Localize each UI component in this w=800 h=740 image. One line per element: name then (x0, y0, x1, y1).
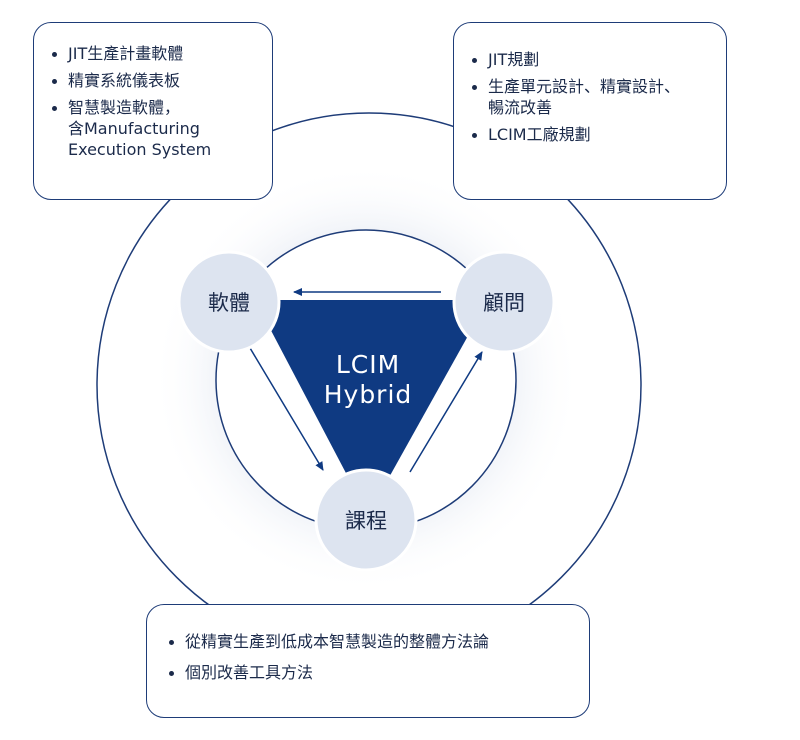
consulting-info-box: JIT規劃 生產單元設計、精實設計、 暢流改善 LCIM工廠規劃 (453, 22, 727, 200)
software-item: 精實系統儀表板 (48, 70, 262, 91)
node-course-label: 課程 (345, 509, 387, 533)
course-item: 個別改善工具方法 (165, 662, 579, 683)
software-item: 智慧製造軟體， 含Manufacturing Execution System (48, 97, 262, 160)
consulting-item: LCIM工廠規劃 (468, 124, 716, 145)
node-software-label: 軟體 (208, 291, 250, 315)
node-consulting-label: 顧問 (483, 291, 525, 315)
node-software: 軟體 (177, 250, 281, 354)
consulting-item: 生產單元設計、精實設計、 暢流改善 (468, 76, 716, 118)
software-item: JIT生產計畫軟體 (48, 43, 262, 64)
software-info-box: JIT生產計畫軟體 精實系統儀表板 智慧製造軟體， 含Manufacturing… (33, 22, 273, 200)
lcim-triangle (255, 300, 488, 515)
center-title-line2: Hybrid (324, 380, 413, 409)
arrow-software-to-course (249, 347, 324, 471)
arrow-course-to-consulting (409, 351, 483, 473)
center-title-line1: LCIM (336, 350, 400, 379)
node-course: 課程 (314, 468, 418, 572)
course-item: 從精實生產到低成本智慧製造的整體方法論 (165, 631, 579, 652)
consulting-item: JIT規劃 (468, 49, 716, 70)
course-info-box: 從精實生產到低成本智慧製造的整體方法論 個別改善工具方法 (146, 604, 590, 718)
node-consulting: 顧問 (452, 250, 556, 354)
